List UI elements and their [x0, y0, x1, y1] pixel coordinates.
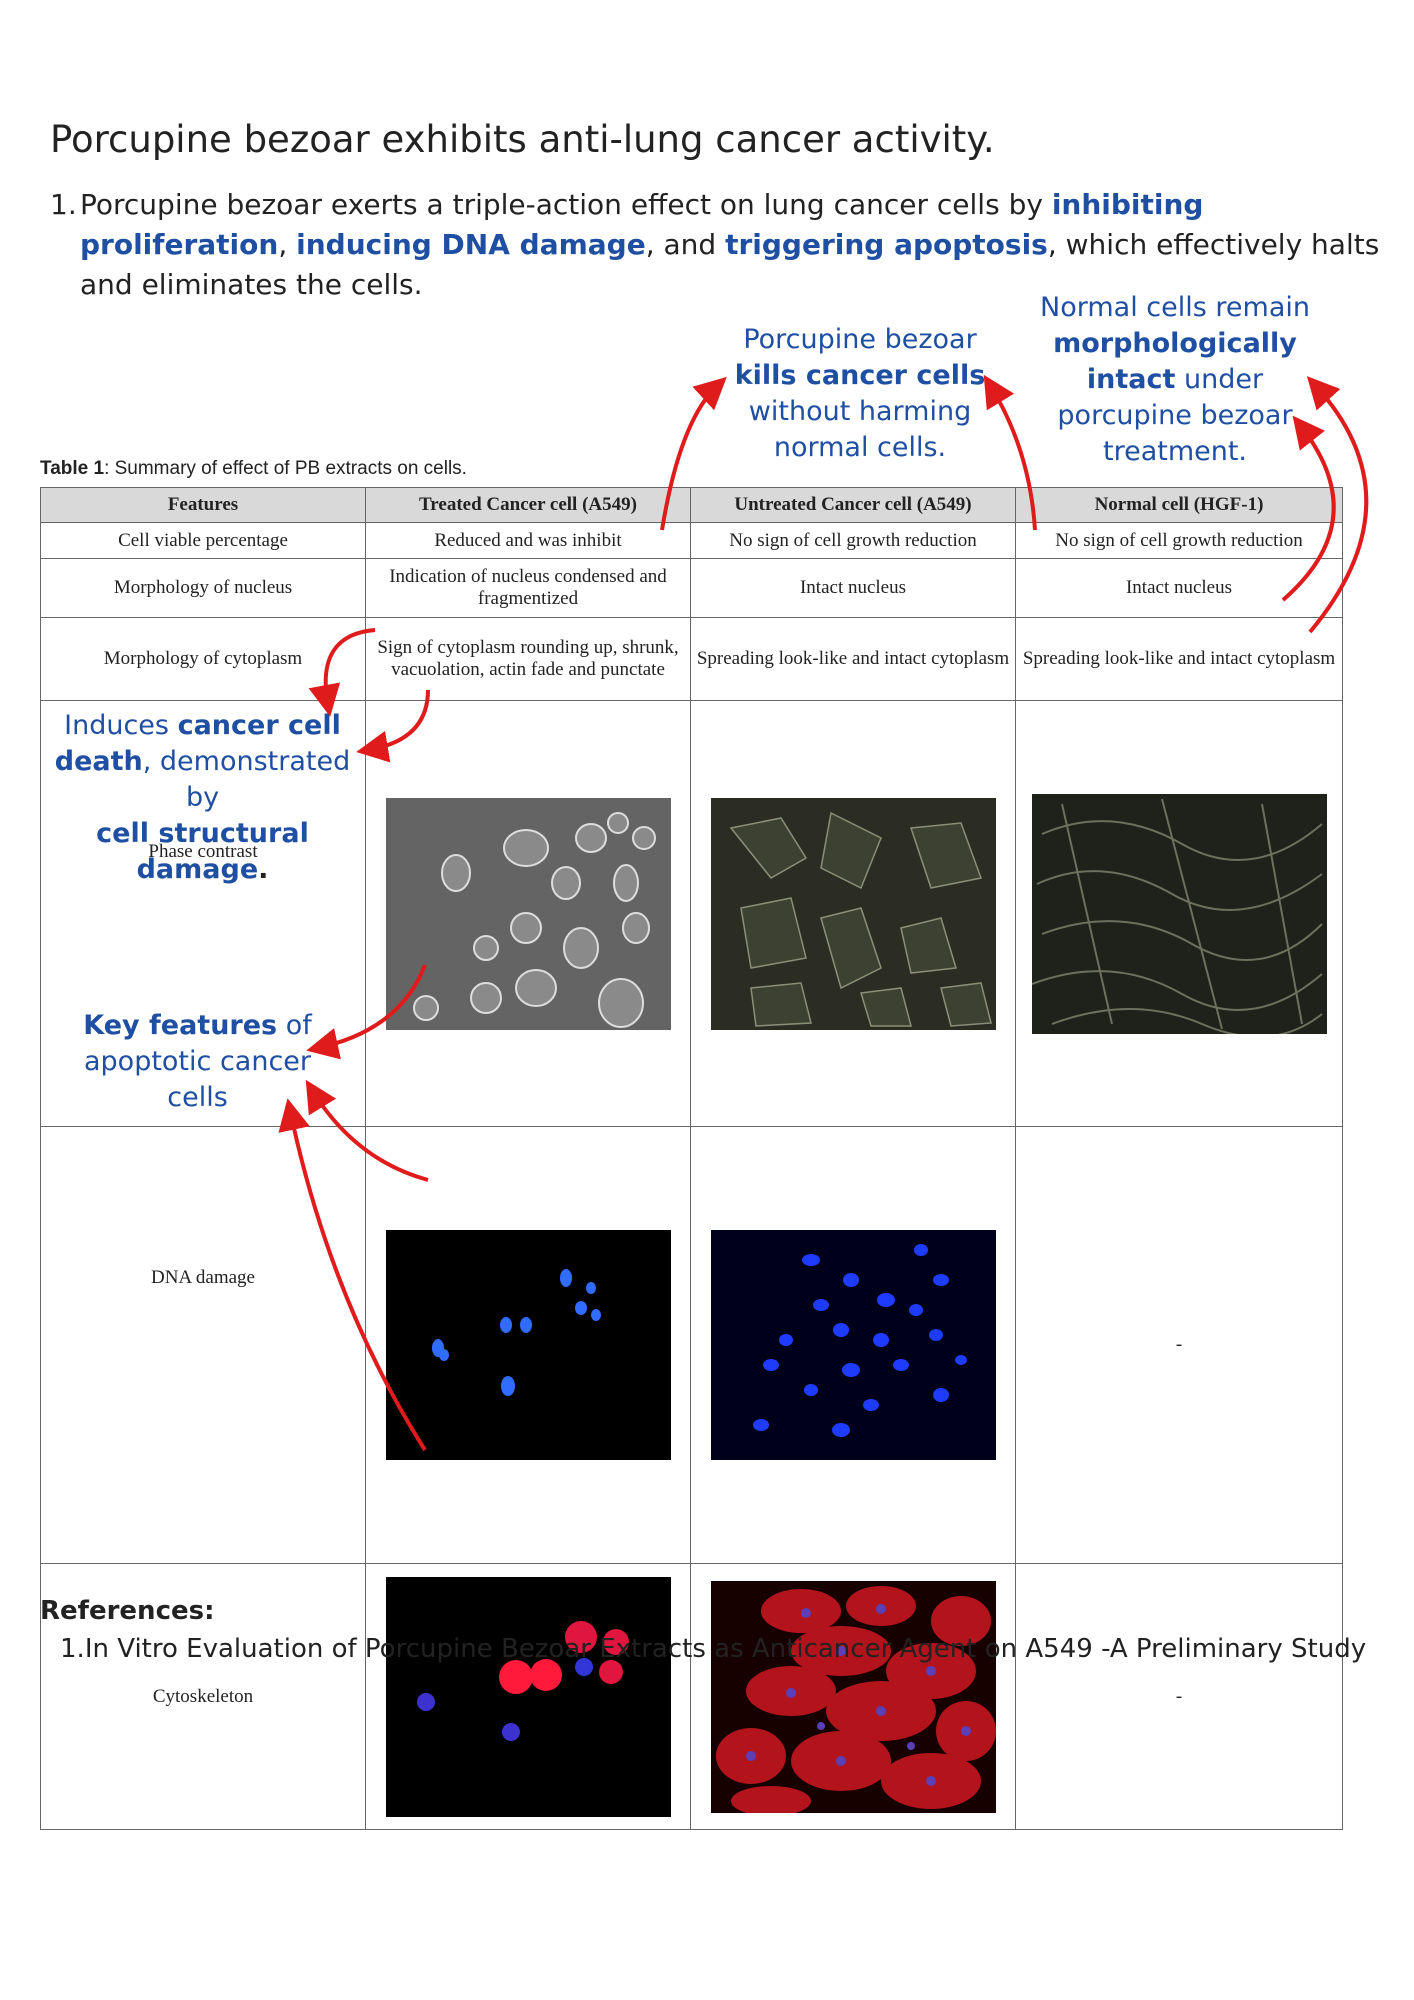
header-normal-cell: Normal cell (HGF-1) — [1015, 487, 1343, 523]
table-cell: Morphology of cytoplasm — [40, 617, 366, 701]
image-cell — [365, 1126, 691, 1564]
table-row: Cell viable percentage Reduced and was i… — [40, 522, 1343, 559]
references-heading: References: — [40, 1596, 215, 1626]
table-cell: - — [1015, 1563, 1343, 1830]
phase-contrast-treated-image — [385, 797, 671, 1030]
table-row-cytoskeleton: Cytoskeleton — [40, 1563, 1343, 1830]
header-treated-cancer: Treated Cancer cell (A549) — [365, 487, 691, 523]
reference-item: 1.In Vitro Evaluation of Porcupine Bezoa… — [60, 1634, 1367, 1664]
summary-table: Features Treated Cancer cell (A549) Untr… — [40, 487, 1343, 1830]
callout-kills-cancer-cells: Porcupine bezoar kills cancer cells with… — [734, 324, 986, 463]
callout-normal-cells-intact: Normal cells remain morphologically inta… — [1040, 292, 1310, 467]
row-label: Phase contrast — [148, 841, 258, 862]
image-cell — [1015, 700, 1343, 1127]
callout-apoptotic-features: Key features of apoptotic cancer cells — [83, 1010, 312, 1113]
row-label-cell: Cytoskeleton — [40, 1563, 366, 1830]
intro-list-item: 1. Porcupine bezoar exerts a triple-acti… — [50, 185, 1390, 305]
list-number: 1. — [50, 188, 77, 221]
image-cell — [690, 700, 1016, 1127]
table-row-phase-contrast: Phase contrast — [40, 700, 1343, 1127]
cytoskeleton-untreated-image — [710, 1580, 996, 1813]
table-caption: Table 1: Summary of effect of PB extract… — [40, 458, 467, 479]
dna-damage-untreated-image — [710, 1230, 996, 1460]
table-row: Morphology of cytoplasm Sign of cytoplas… — [40, 617, 1343, 701]
image-cell — [690, 1126, 1016, 1564]
row-label-cell: DNA damage — [40, 1126, 366, 1564]
table-cell: Intact nucleus — [1015, 558, 1343, 618]
table-cell: Spreading look-like and intact cytoplasm — [690, 617, 1016, 701]
table-cell: Spreading look-like and intact cytoplasm — [1015, 617, 1343, 701]
highlight-triggering-apoptosis: triggering apoptosis — [725, 228, 1048, 261]
highlight-inhibiting-proliferation: inhibiting proliferation — [80, 188, 1204, 261]
header-untreated-cancer: Untreated Cancer cell (A549) — [690, 487, 1016, 523]
header-features: Features — [40, 487, 366, 523]
table-cell: Intact nucleus — [690, 558, 1016, 618]
table-row-dna-damage: DNA damage — [40, 1126, 1343, 1564]
table-cell: Morphology of nucleus — [40, 558, 366, 618]
table-cell: Reduced and was inhibit — [365, 522, 691, 559]
cytoskeleton-treated-image — [385, 1576, 671, 1817]
phase-contrast-normal-image — [1031, 793, 1327, 1034]
intro-text: Porcupine bezoar exerts a triple-action … — [80, 188, 1380, 301]
table-cell: - — [1015, 1126, 1343, 1564]
table-cell: No sign of cell growth reduction — [1015, 522, 1343, 559]
references-section: References: 1.In Vitro Evaluation of Por… — [40, 1596, 1366, 1664]
table-cell: No sign of cell growth reduction — [690, 522, 1016, 559]
table-cell: Sign of cytoplasm rounding up, shrunk, v… — [365, 617, 691, 701]
table-cell: Cell viable percentage — [40, 522, 366, 559]
table-row: Morphology of nucleus Indication of nucl… — [40, 558, 1343, 618]
dna-damage-treated-image — [385, 1230, 671, 1460]
table-header-row: Features Treated Cancer cell (A549) Untr… — [40, 487, 1343, 523]
row-label: DNA damage — [151, 1267, 255, 1288]
callout-cancer-cell-death: Induces cancer cell death, demonstrated … — [54, 710, 351, 885]
phase-contrast-untreated-image — [710, 797, 996, 1030]
row-label: Cytoskeleton — [152, 1685, 254, 1707]
table-cell: Indication of nucleus condensed and frag… — [365, 558, 691, 618]
page-title: Porcupine bezoar exhibits anti-lung canc… — [50, 118, 995, 161]
image-cell — [690, 1563, 1016, 1830]
image-cell — [365, 1563, 691, 1830]
image-cell — [365, 700, 691, 1127]
highlight-inducing-dna-damage: inducing DNA damage — [296, 228, 646, 261]
